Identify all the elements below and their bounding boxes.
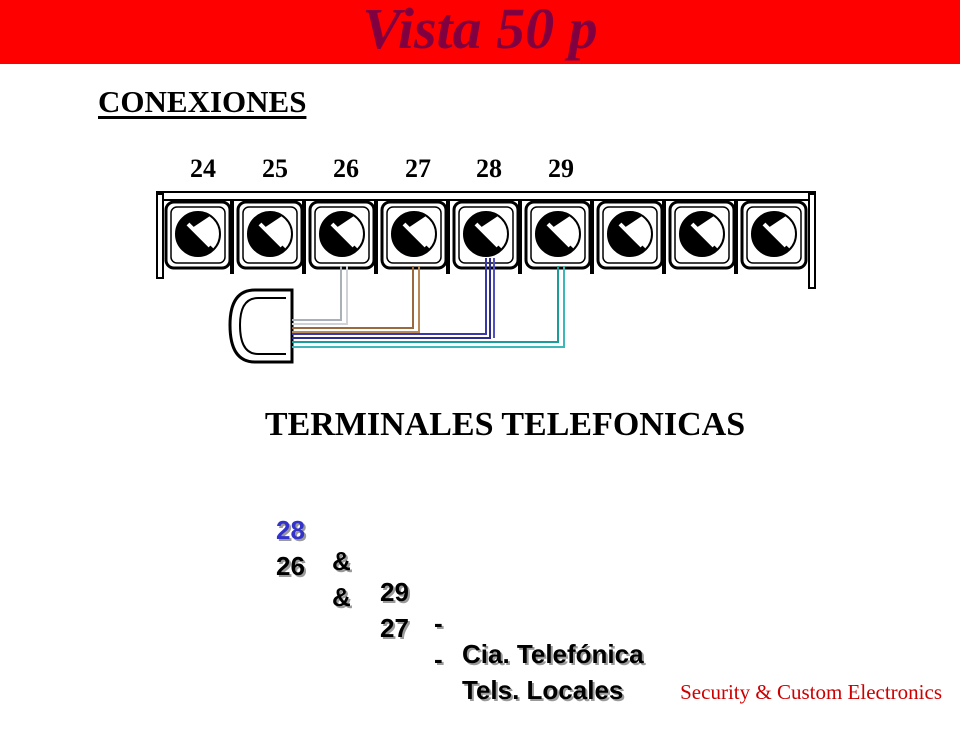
- terminal-strip-end-right: [808, 193, 816, 289]
- pair-dash: -: [434, 608, 443, 638]
- terminal-strip-end-left: [156, 193, 164, 279]
- terminal-strip-rail: [156, 191, 816, 201]
- terminal-housing-inner: [170, 206, 226, 264]
- terminal-label-24: 24: [190, 154, 216, 183]
- screw-shadow: [535, 212, 574, 257]
- screw-slot: [258, 222, 284, 248]
- pair-row-phone-company: 28 & 29 - Cia. Telefónica: [276, 484, 644, 669]
- section-subtitle: TERMINALES TELEFONICAS: [264, 406, 746, 443]
- terminal-housing-inner: [746, 206, 802, 264]
- screw-slot: [762, 222, 788, 248]
- screw-slot: [546, 222, 572, 248]
- footer-credit: Security & Custom Electronics: [680, 680, 942, 704]
- terminal-housing-inner: [314, 206, 370, 264]
- terminal-label-26: 26: [333, 154, 359, 183]
- pair-ampersand: &: [332, 582, 351, 612]
- terminal-label-25: 25: [262, 154, 288, 183]
- terminal-divider: [446, 200, 450, 274]
- pair-list: 28 & 29 - Cia. Telefónica 26 & 27 - Tels…: [276, 484, 644, 705]
- wire-brown: [292, 266, 420, 333]
- terminal-label-28: 28: [476, 154, 502, 183]
- pair-terminal-b: 27: [380, 613, 409, 643]
- terminal-housing-inner: [386, 206, 442, 264]
- terminal-housing-inner: [602, 206, 658, 264]
- terminal-divider: [590, 200, 594, 274]
- phone-jack-icon: [228, 288, 294, 364]
- terminal-divider: [734, 200, 738, 274]
- pair-dash: -: [434, 644, 443, 674]
- screw-slot: [330, 222, 356, 248]
- pair-row-local-phones: 26 & 27 - Tels. Locales: [276, 520, 623, 705]
- terminal-label-29: 29: [548, 154, 574, 183]
- screw-slot: [402, 222, 428, 248]
- screw-shadow: [175, 212, 214, 257]
- terminal-divider: [518, 200, 522, 274]
- terminal-housing-inner: [530, 206, 586, 264]
- pair-terminal-a: 26: [276, 551, 305, 581]
- wire-gray: [292, 266, 348, 325]
- screw-shadow: [319, 212, 358, 257]
- pair-terminal-a: 28: [276, 515, 305, 545]
- screw-shadow: [247, 212, 286, 257]
- screw-slot: [186, 222, 212, 248]
- terminal-strip: [156, 191, 816, 289]
- terminal-housing-inner: [674, 206, 730, 264]
- wiring-diagram: [156, 191, 816, 364]
- terminal-label-27: 27: [405, 154, 431, 183]
- wire-teal: [292, 266, 565, 348]
- pair-description: Cia. Telefónica: [462, 639, 644, 669]
- wire-blue: [292, 258, 495, 339]
- terminal-housing-inner: [242, 206, 298, 264]
- screw-slot: [474, 222, 500, 248]
- screw-shadow: [391, 212, 430, 257]
- screw-shadow: [751, 212, 790, 257]
- section-heading: CONEXIONES: [98, 84, 307, 119]
- screw-slot: [618, 222, 644, 248]
- pair-description: Tels. Locales: [462, 675, 624, 705]
- terminal-divider: [230, 200, 234, 274]
- screw-shadow: [679, 212, 718, 257]
- screw-shadow: [607, 212, 646, 257]
- title-bar: Vista 50 p: [0, 0, 960, 64]
- terminal-divider: [662, 200, 666, 274]
- pair-ampersand: &: [332, 546, 351, 576]
- page-title: Vista 50 p: [362, 0, 598, 61]
- screw-shadow: [463, 212, 502, 257]
- terminal-number-row: 24 25 26 27 28 29: [0, 154, 960, 194]
- screw-slot: [690, 222, 716, 248]
- terminal-divider: [374, 200, 378, 274]
- terminal-divider: [302, 200, 306, 274]
- pair-terminal-b: 29: [380, 577, 409, 607]
